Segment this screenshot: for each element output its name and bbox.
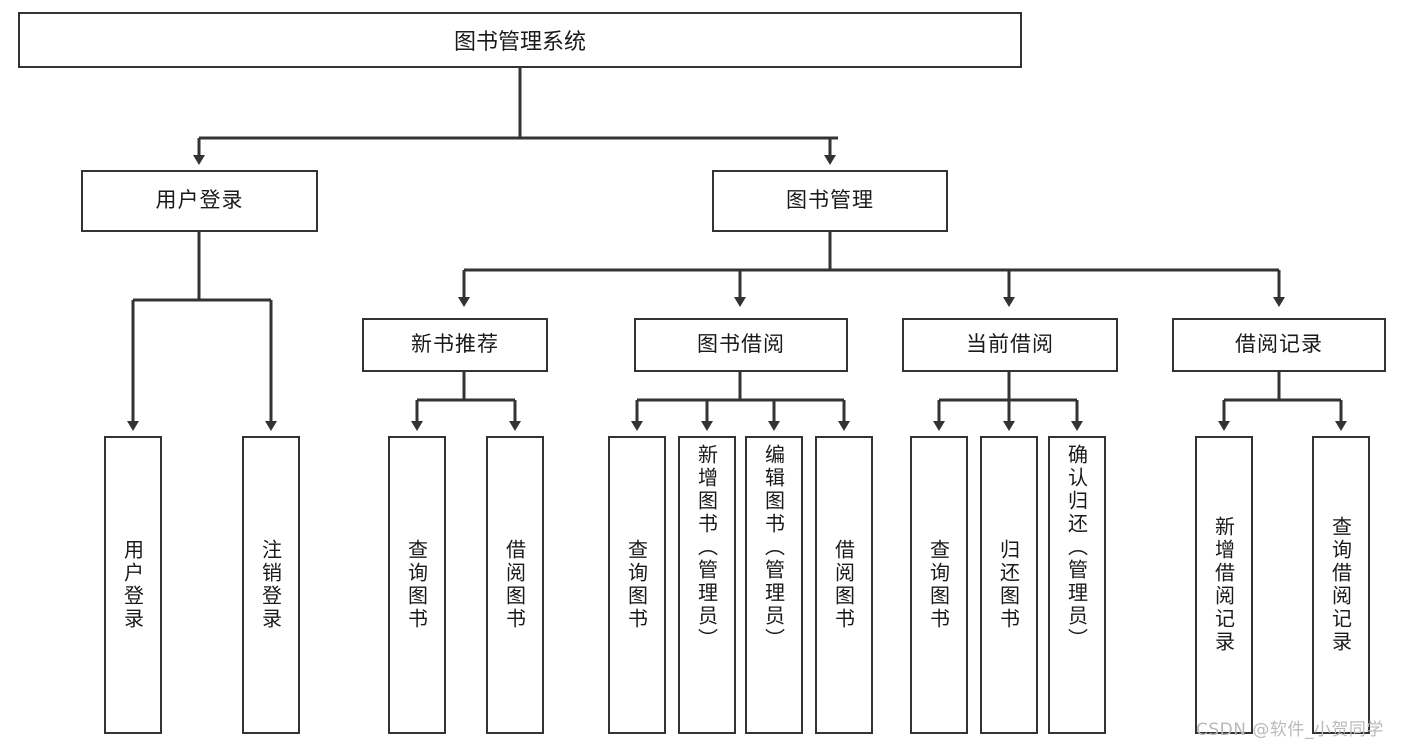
node-book-management[interactable]: 图书管理 (712, 170, 948, 232)
node-leaf-query-borrow-record[interactable]: 查询借阅记录 (1312, 436, 1370, 734)
node-leaf-query-book-borrow[interactable]: 查询图书 (608, 436, 666, 734)
node-leaf-query-book-recommend[interactable]: 查询图书 (388, 436, 446, 734)
node-leaf-return-book[interactable]: 归还图书 (980, 436, 1038, 734)
node-leaf-user-logout[interactable]: 注销登录 (242, 436, 300, 734)
node-new-book-recommend[interactable]: 新书推荐 (362, 318, 548, 372)
node-leaf-add-borrow-record[interactable]: 新增借阅记录 (1195, 436, 1253, 734)
node-leaf-add-book-admin[interactable]: 新增图书（管理员） (678, 436, 736, 734)
node-user-login[interactable]: 用户登录 (81, 170, 318, 232)
node-leaf-user-login[interactable]: 用户登录 (104, 436, 162, 734)
node-leaf-edit-book-admin[interactable]: 编辑图书（管理员） (745, 436, 803, 734)
node-leaf-borrow-book-recommend[interactable]: 借阅图书 (486, 436, 544, 734)
node-leaf-query-book-current[interactable]: 查询图书 (910, 436, 968, 734)
node-borrow-record[interactable]: 借阅记录 (1172, 318, 1386, 372)
node-leaf-confirm-return-admin[interactable]: 确认归还（管理员） (1048, 436, 1106, 734)
node-book-borrow[interactable]: 图书借阅 (634, 318, 848, 372)
csdn-watermark: CSDN @软件_小贺同学 (1196, 720, 1384, 740)
node-current-borrow[interactable]: 当前借阅 (902, 318, 1118, 372)
node-leaf-borrow-book-borrow[interactable]: 借阅图书 (815, 436, 873, 734)
node-root-system[interactable]: 图书管理系统 (18, 12, 1022, 68)
